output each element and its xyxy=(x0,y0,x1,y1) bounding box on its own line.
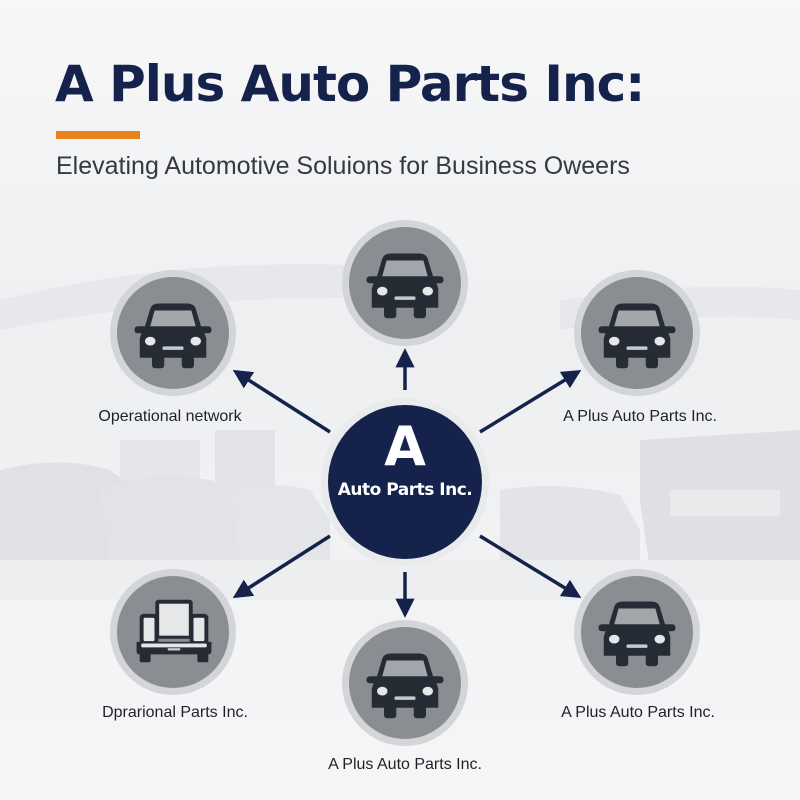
node-label-lower-right: A Plus Auto Parts Inc. xyxy=(561,704,715,721)
node-upper-left xyxy=(110,270,236,396)
page-subtitle: Elevating Automotive Soluions for Busine… xyxy=(56,152,630,180)
hub-logo: A Auto Parts Inc. xyxy=(325,415,485,501)
node-label-upper-right: A Plus Auto Parts Inc. xyxy=(563,408,717,425)
title-accent-bar xyxy=(56,131,140,139)
node-label-lower-left: Dprarional Parts Inc. xyxy=(102,704,248,721)
node-top xyxy=(342,220,468,346)
node-label-upper-left: Operational network xyxy=(98,408,242,425)
hub-node xyxy=(321,398,489,566)
node-bottom xyxy=(342,620,468,746)
node-lower-right xyxy=(574,569,700,695)
connector-arrows xyxy=(232,348,582,618)
page-title: A Plus Auto Parts Inc: xyxy=(55,55,645,113)
node-label-bottom: A Plus Auto Parts Inc. xyxy=(328,756,482,773)
node-lower-left xyxy=(110,569,236,695)
hub-logo-letter: A xyxy=(384,415,426,478)
hub-logo-label: Auto Parts Inc. xyxy=(337,480,473,500)
node-upper-right xyxy=(574,270,700,396)
